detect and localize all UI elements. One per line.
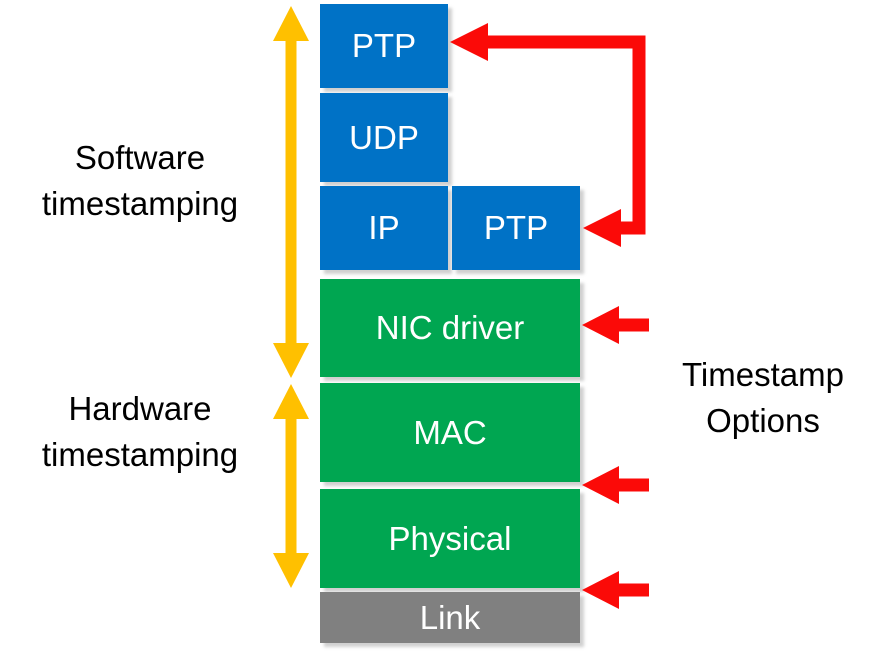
layer-box-physical: Physical [320, 489, 580, 588]
layer-label: PTP [483, 209, 549, 246]
layer-box-ip: IP [320, 186, 448, 270]
layer-box-nic-driver: NIC driver [320, 279, 580, 377]
layer-box-mac: MAC [320, 383, 580, 482]
timestamp-point-arrow-nic-icon [582, 306, 649, 344]
timestamp-options-line1: Timestamp [682, 356, 844, 393]
layer-box-ptp-bypass: PTP [452, 186, 580, 270]
layer-label: IP [368, 209, 400, 246]
hardware-label-line1: Hardware [68, 390, 212, 427]
layer-label: MAC [413, 413, 487, 451]
layer-box-link: Link [320, 592, 580, 643]
layer-box-ptp-top: PTP [320, 4, 448, 88]
software-label-line2: timestamping [41, 185, 239, 222]
software-timestamping-label: Software timestamping [0, 135, 280, 227]
hardware-label-line2: timestamping [41, 436, 239, 473]
layer-label: PTP [351, 27, 417, 64]
layer-box-udp: UDP [320, 93, 448, 182]
timestamp-options-label: Timestamp Options [642, 352, 884, 444]
timestamp-options-line2: Options [706, 402, 820, 439]
layer-label: Link [419, 598, 481, 636]
software-label-line1: Software [74, 139, 206, 176]
timestamp-point-arrow-physical-icon [582, 571, 649, 609]
layer-label: UDP [349, 118, 419, 156]
layer-label: Physical [388, 519, 512, 557]
timestamp-point-arrow-mac-icon [582, 466, 649, 504]
hardware-timestamping-label: Hardware timestamping [0, 386, 280, 478]
layer-label: NIC driver [375, 309, 525, 346]
